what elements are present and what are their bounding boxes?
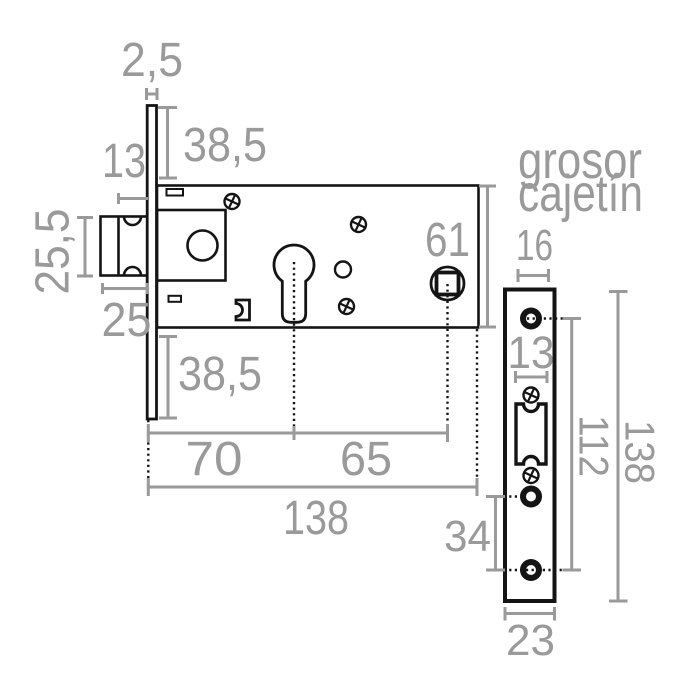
dim-line-70-65 [146, 424, 449, 442]
dim-line-138 [146, 478, 479, 496]
dim-label-case-length: 138 [283, 492, 349, 545]
phillips-screw-icon [223, 192, 241, 211]
dimension-lines [77, 88, 628, 621]
latch-bottom-arc [122, 265, 143, 276]
dim-bracket-138-front [609, 290, 628, 603]
dim-bracket-38-5-top [158, 106, 177, 180]
faceplate-edge-strip [145, 104, 158, 421]
latch-body [99, 215, 149, 277]
latch-top-arc [122, 216, 143, 227]
countersunk-hole [520, 307, 542, 330]
dim-bracket-16 [516, 269, 550, 282]
slot-top [165, 188, 184, 197]
dim-label-cylinder-to-follower: 65 [340, 433, 392, 486]
dim-bracket-34 [486, 495, 505, 572]
countersunk-hole [520, 559, 542, 581]
latch-cutout [514, 402, 548, 466]
dim-label-backset: 70 [186, 433, 243, 486]
dim-label-lower-hole-span: 34 [444, 512, 491, 561]
dim-label-faceplate-thickness: 2,5 [121, 34, 183, 87]
slot-bottom [167, 294, 182, 303]
dim-bracket-61 [479, 184, 496, 329]
dim-label-hole-offset: 13 [508, 327, 555, 378]
front-view-title-line2: cajetín [518, 165, 643, 223]
phillips-screw-icon [349, 215, 368, 234]
spring-stop-notch [234, 298, 251, 322]
dim-label-case-height: 61 [425, 214, 470, 267]
phillips-screw-icon [337, 297, 356, 316]
dim-bracket-112 [562, 317, 581, 572]
countersunk-hole [520, 485, 542, 508]
euro-cylinder-keyhole [272, 243, 316, 324]
dimension-labels: 2,5 38,5 13 25,5 25 38,5 70 65 138 61 [27, 34, 471, 545]
front-view-labels: grosor cajetín 16 13 34 112 138 23 [444, 132, 664, 665]
dim-bracket-25-5 [77, 216, 93, 278]
dim-bracket-25 [101, 283, 149, 294]
dim-bracket-2-5 [145, 88, 159, 100]
dim-label-bottom-margin: 38,5 [178, 348, 262, 401]
dim-label-faceplate-length: 138 [617, 420, 664, 484]
dim-label-case-thickness: 16 [516, 221, 553, 270]
dim-bracket-13-top [117, 193, 148, 204]
hub-circle [186, 229, 219, 262]
dim-label-latch-height: 25,5 [27, 209, 80, 295]
dim-label-latch-width: 25 [102, 294, 152, 347]
front-view [498, 287, 566, 603]
latch-bolt [99, 215, 149, 277]
plan-view [99, 104, 480, 487]
follower-square [429, 265, 466, 302]
dim-label-latch-backset: 13 [102, 135, 146, 188]
phillips-screw-icon [522, 466, 540, 485]
phillips-screw-icon [522, 386, 540, 404]
dim-bracket-13-front [514, 371, 549, 383]
front-view-title-line1: grosor [518, 132, 642, 190]
dim-label-hole-span: 112 [571, 415, 618, 477]
dim-bracket-38-5-bottom [159, 335, 177, 420]
dim-label-top-margin: 38,5 [183, 119, 267, 172]
dim-bracket-23 [503, 607, 556, 621]
small-hole [333, 260, 353, 279]
dim-label-faceplate-width: 23 [506, 616, 555, 665]
